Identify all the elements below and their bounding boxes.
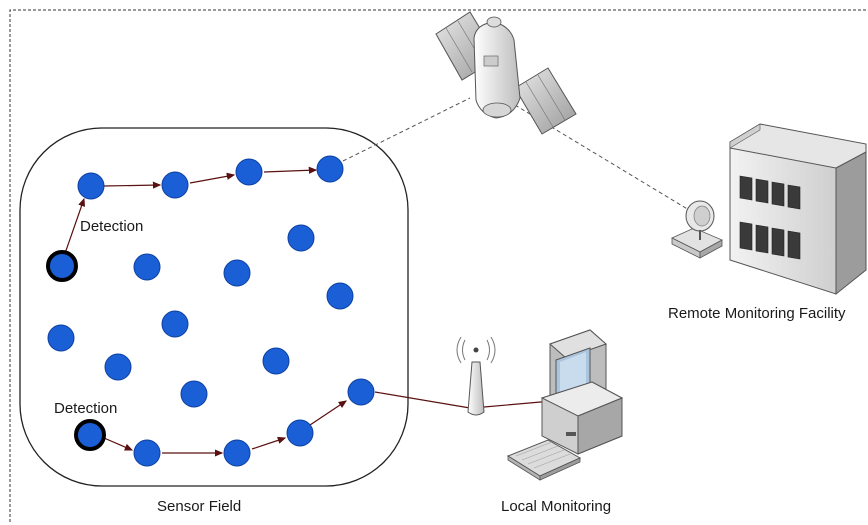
building-icon [729,123,867,296]
sensor-node [235,158,263,186]
frame-border [9,9,866,522]
sensor-node [77,172,105,200]
sensor-node [287,224,315,252]
sensor-node [161,310,189,338]
antenna-icon [456,336,496,416]
sensor-node [104,353,132,381]
satellite-dish-icon [671,200,723,259]
sensor-node [262,347,290,375]
satellite-icon [435,11,577,135]
sensor-nodes [47,155,375,467]
detection-source-node [46,250,78,282]
sensor-node [47,324,75,352]
satellite-uplink [342,97,471,162]
sensor-node [316,155,344,183]
detection-label-top: Detection [80,218,143,235]
sensor-node [326,282,354,310]
sensor-node [223,439,251,467]
sensor-node [161,171,189,199]
sensor-field-label: Sensor Field [157,498,241,515]
sensor-node [133,439,161,467]
sensor-node [286,419,314,447]
detection-label-bottom: Detection [54,400,117,417]
remote-monitoring-label: Remote Monitoring Facility [668,305,846,322]
local-monitoring-label: Local Monitoring [501,498,611,515]
sensor-node [347,378,375,406]
sensor-node [133,253,161,281]
computer-icon [506,329,624,481]
detection-source-node [74,419,106,451]
sensor-field-boundary [19,127,409,487]
sensor-node [223,259,251,287]
bottom-detection-path [103,391,553,457]
sensor-node [180,380,208,408]
